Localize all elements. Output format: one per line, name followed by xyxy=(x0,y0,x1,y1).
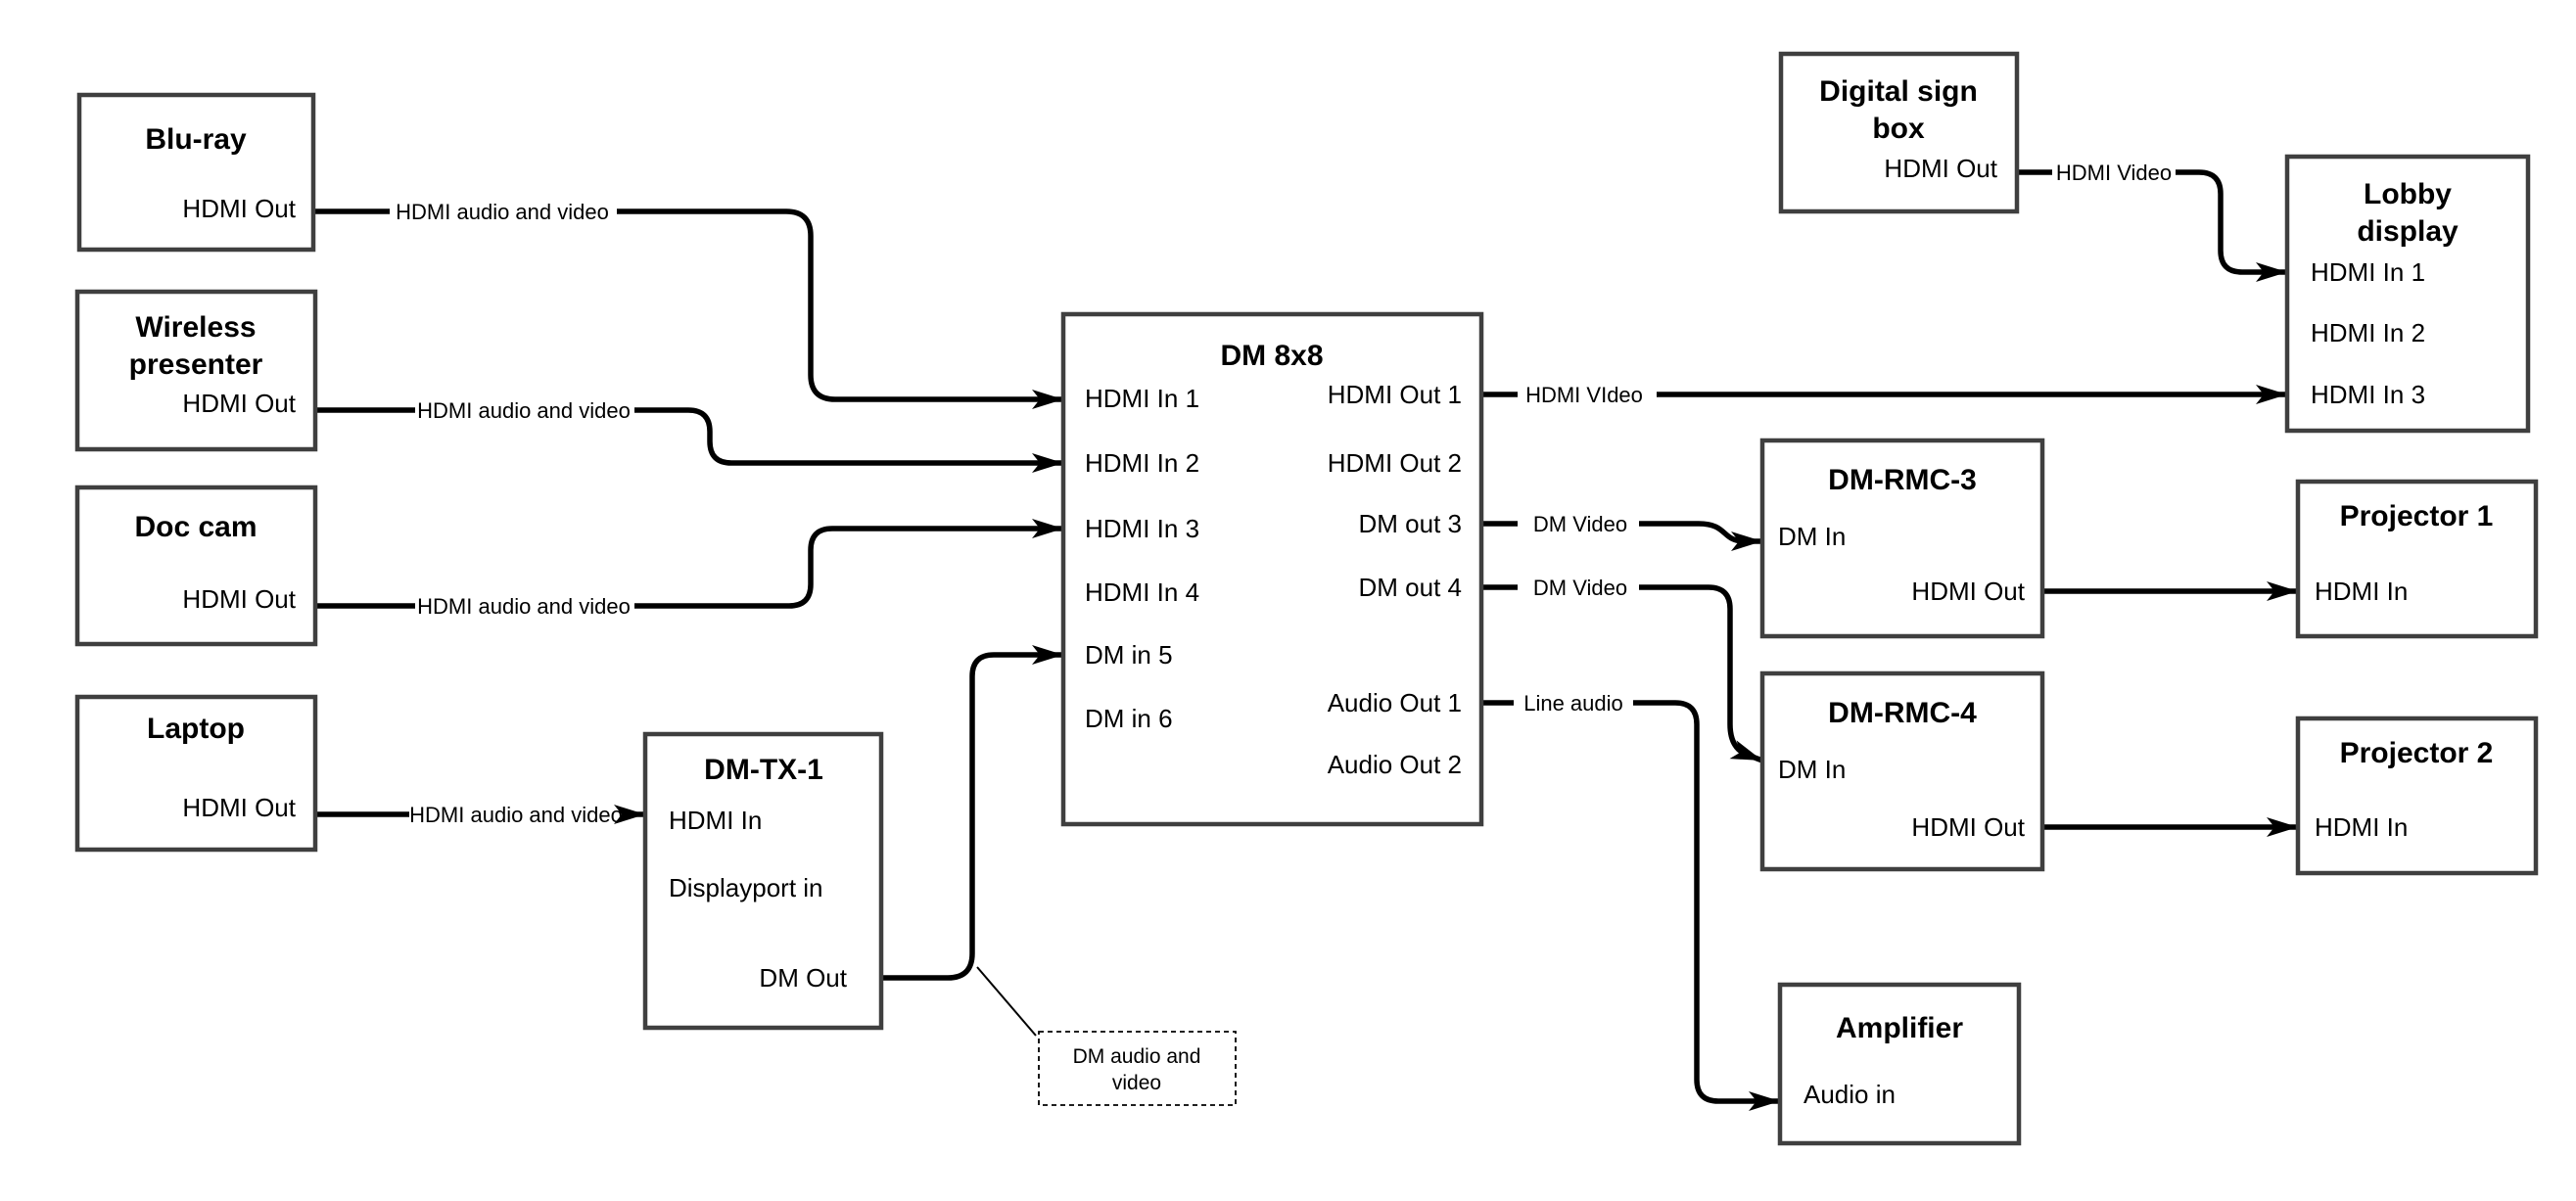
edge-wireless-to-dm8x8 xyxy=(315,407,1063,463)
edge-dmout3-to-rmc3 xyxy=(1481,524,1762,541)
edge-label-dm-video-2: DM Video xyxy=(1533,576,1627,600)
dm8x8-port-dm-in-5: DM in 5 xyxy=(1085,640,1173,670)
node-wireless-presenter: Wireless presenter HDMI Out xyxy=(74,289,318,452)
node-laptop: Laptop HDMI Out xyxy=(74,694,318,853)
dmrmc3-title: DM-RMC-3 xyxy=(1828,464,1977,496)
dm8x8-box xyxy=(1060,311,1484,827)
amplifier-box xyxy=(1777,982,2022,1146)
dm8x8-port-hdmi-in-1: HDMI In 1 xyxy=(1085,384,1199,413)
edges: HDMI audio and video HDMI audio and vide… xyxy=(313,161,2298,1101)
wireless-presenter-port-hdmi-out: HDMI Out xyxy=(182,389,296,418)
projector2-box xyxy=(2295,716,2539,876)
dmrmc3-port-dm-in: DM In xyxy=(1778,522,1846,551)
doccam-port-hdmi-out: HDMI Out xyxy=(182,584,296,614)
note-dm-audio-and-video: DM audio and video xyxy=(976,966,1237,1106)
dm8x8-port-audio-out-2: Audio Out 2 xyxy=(1328,750,1462,779)
wireless-presenter-box xyxy=(74,289,318,452)
edge-digitalsign-to-lobby xyxy=(2017,169,2287,272)
dmrmc4-box xyxy=(1759,670,2045,872)
dm8x8-port-dm-out-4: DM out 4 xyxy=(1359,573,1463,602)
note-callout-line xyxy=(976,966,1037,1037)
node-dmrmc4: DM-RMC-4 DM In HDMI Out xyxy=(1759,670,2045,872)
node-dmtx1: DM-TX-1 HDMI In Displayport in DM Out xyxy=(642,731,884,1031)
edge-label-dm-video-1: DM Video xyxy=(1533,512,1627,536)
dmtx1-port-displayport-in: Displayport in xyxy=(669,873,823,902)
dm8x8-port-hdmi-in-3: HDMI In 3 xyxy=(1085,514,1199,543)
bluray-title: Blu-ray xyxy=(145,123,247,156)
edge-label-line-audio: Line audio xyxy=(1523,691,1623,716)
note-text-line2: video xyxy=(1112,1072,1161,1094)
lobby-port-hdmi-in-3: HDMI In 3 xyxy=(2311,380,2425,409)
node-amplifier: Amplifier Audio in xyxy=(1777,982,2022,1146)
node-dm8x8: DM 8x8 HDMI In 1 HDMI In 2 HDMI In 3 HDM… xyxy=(1060,311,1484,827)
lobby-display-box xyxy=(2284,154,2531,434)
projector1-box xyxy=(2295,479,2539,639)
node-projector2: Projector 2 HDMI In xyxy=(2295,716,2539,876)
node-dmrmc3: DM-RMC-3 DM In HDMI Out xyxy=(1759,438,2045,639)
node-lobby-display: Lobby display HDMI In 1 HDMI In 2 HDMI I… xyxy=(2284,154,2531,434)
digitalsign-port-hdmi-out: HDMI Out xyxy=(1884,154,1997,183)
note-box xyxy=(1038,1031,1237,1106)
note-text-line1: DM audio and xyxy=(1073,1045,1201,1068)
node-bluray: Blu-ray HDMI Out xyxy=(76,92,316,253)
projector2-port-hdmi-in: HDMI In xyxy=(2315,812,2408,842)
edge-dmout4-to-rmc4 xyxy=(1481,584,1762,761)
amplifier-port-audio-in: Audio in xyxy=(1803,1080,1896,1109)
dm8x8-port-dm-in-6: DM in 6 xyxy=(1085,704,1173,733)
edge-dmtx1-to-dm8x8 xyxy=(881,645,1063,981)
laptop-title: Laptop xyxy=(147,713,245,745)
projector1-port-hdmi-in: HDMI In xyxy=(2315,577,2408,606)
dm8x8-port-hdmi-out-2: HDMI Out 2 xyxy=(1328,448,1462,478)
amplifier-title: Amplifier xyxy=(1836,1012,1963,1044)
edge-audioout1-to-amp xyxy=(1481,700,1780,1101)
wireless-presenter-title-line1: Wireless xyxy=(135,311,256,344)
edge-label-wireless: HDMI audio and video xyxy=(417,398,631,423)
dm8x8-port-dm-out-3: DM out 3 xyxy=(1359,509,1463,538)
digitalsign-title-line1: Digital sign xyxy=(1819,75,1978,108)
edge-label-hdmi-video-2: HDMI Video xyxy=(2056,161,2172,185)
dmrmc4-title: DM-RMC-4 xyxy=(1828,697,1977,729)
dm8x8-port-hdmi-in-4: HDMI In 4 xyxy=(1085,577,1199,607)
edge-bluray-to-dm8x8 xyxy=(313,208,1063,399)
dm8x8-title: DM 8x8 xyxy=(1220,340,1323,372)
digitalsign-box xyxy=(1778,51,2020,214)
dm8x8-port-audio-out-1: Audio Out 1 xyxy=(1328,688,1462,717)
edge-doccam-to-dm8x8 xyxy=(315,529,1063,609)
dm8x8-port-hdmi-in-2: HDMI In 2 xyxy=(1085,448,1199,478)
lobby-display-title-line2: display xyxy=(2357,215,2459,248)
dmtx1-title: DM-TX-1 xyxy=(704,754,823,786)
projector2-title: Projector 2 xyxy=(2340,737,2494,769)
dmtx1-port-hdmi-in: HDMI In xyxy=(669,806,762,835)
projector1-title: Projector 1 xyxy=(2340,500,2494,532)
doccam-title: Doc cam xyxy=(134,511,257,543)
edge-label-doccam: HDMI audio and video xyxy=(417,594,631,619)
dmtx1-port-dm-out: DM Out xyxy=(759,963,847,993)
node-projector1: Projector 1 HDMI In xyxy=(2295,479,2539,639)
lobby-port-hdmi-in-1: HDMI In 1 xyxy=(2311,257,2425,287)
dmtx1-box xyxy=(642,731,884,1031)
lobby-display-title-line1: Lobby xyxy=(2364,178,2452,210)
digitalsign-title-line2: box xyxy=(1872,113,1925,145)
node-digitalsign: Digital sign box HDMI Out xyxy=(1778,51,2020,214)
edge-label-bluray: HDMI audio and video xyxy=(396,200,609,224)
laptop-box xyxy=(74,694,318,853)
doccam-box xyxy=(74,485,318,647)
wireless-presenter-title-line2: presenter xyxy=(129,348,263,381)
lobby-port-hdmi-in-2: HDMI In 2 xyxy=(2311,318,2425,347)
edge-label-hdmi-video-1: HDMI VIdeo xyxy=(1525,383,1643,407)
node-doccam: Doc cam HDMI Out xyxy=(74,485,318,647)
dmrmc4-port-dm-in: DM In xyxy=(1778,755,1846,784)
dm8x8-port-hdmi-out-1: HDMI Out 1 xyxy=(1328,380,1462,409)
dmrmc4-port-hdmi-out: HDMI Out xyxy=(1911,812,2025,842)
laptop-port-hdmi-out: HDMI Out xyxy=(182,793,296,822)
bluray-box xyxy=(76,92,316,253)
edge-label-laptop: HDMI audio and video xyxy=(409,803,623,827)
bluray-port-hdmi-out: HDMI Out xyxy=(182,194,296,223)
dmrmc3-port-hdmi-out: HDMI Out xyxy=(1911,577,2025,606)
dmrmc3-box xyxy=(1759,438,2045,639)
